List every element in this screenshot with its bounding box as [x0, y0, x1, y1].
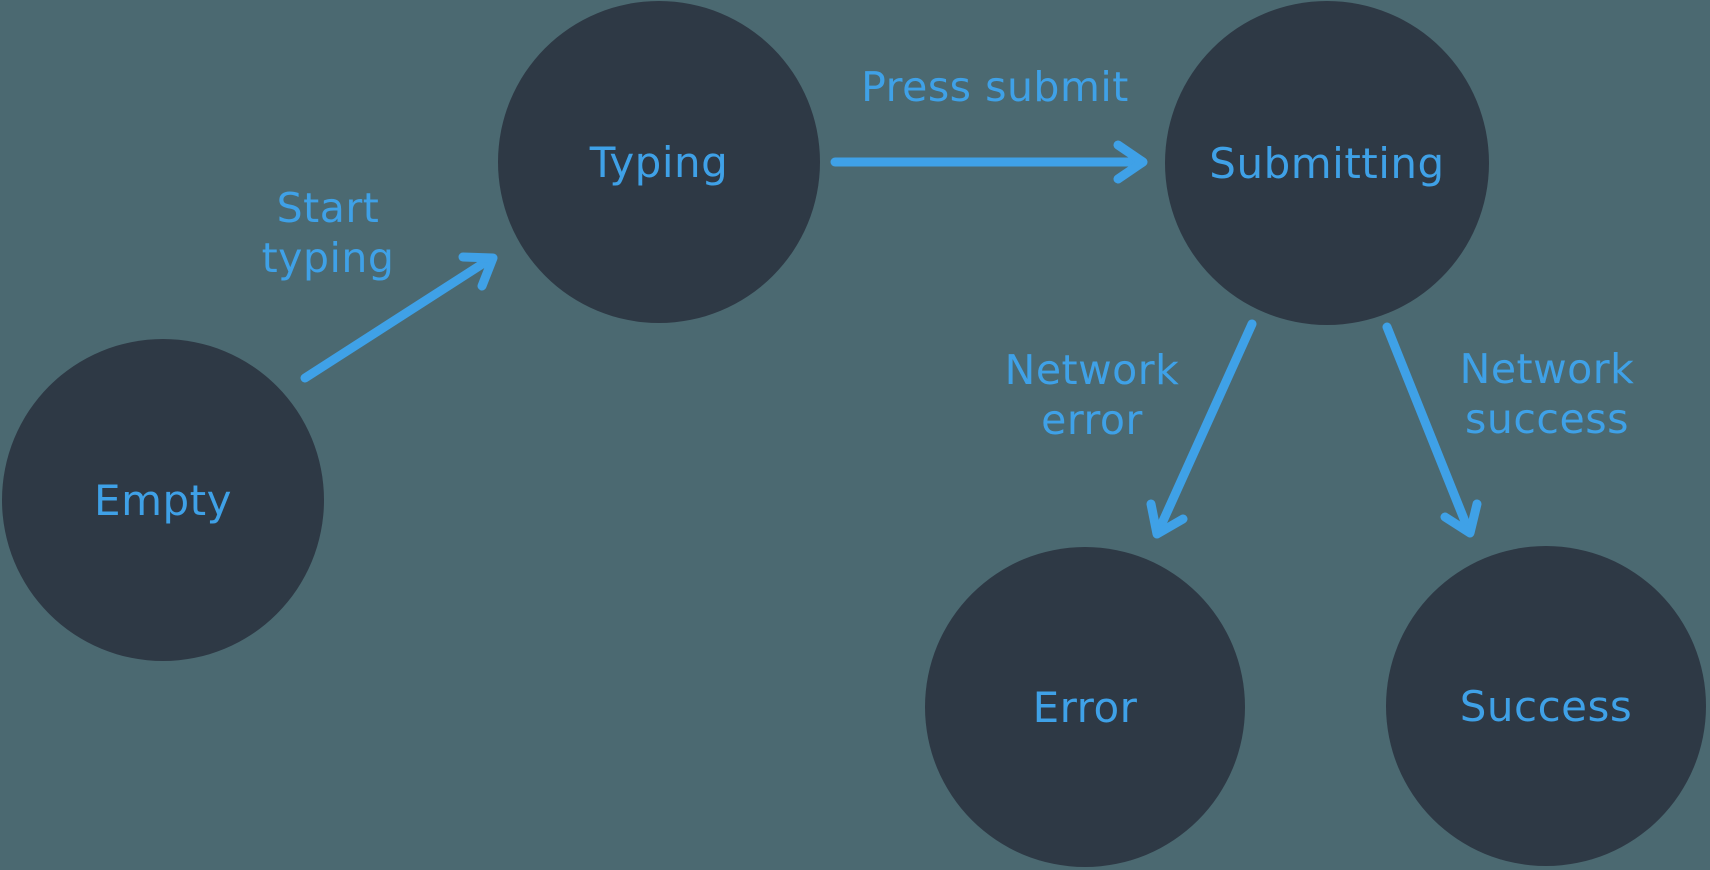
edge-label-network-success: Network success — [1459, 345, 1635, 443]
edge-label-network-error: Network error — [1004, 346, 1180, 444]
edge-label-press-submit: Press submit — [861, 63, 1129, 111]
arrowhead-icon — [458, 252, 498, 291]
edge-network-error-arrow — [1146, 319, 1257, 539]
edge-network-success-arrow — [1382, 322, 1482, 538]
state-label-error: Error — [1032, 682, 1138, 732]
state-node-submitting: Submitting — [1165, 1, 1489, 325]
edge-press-submit-arrow — [830, 140, 1148, 184]
state-label-success: Success — [1459, 681, 1633, 731]
state-label-typing: Typing — [589, 137, 729, 187]
state-node-success: Success — [1386, 546, 1706, 866]
state-label-empty: Empty — [94, 475, 232, 525]
state-node-error: Error — [925, 547, 1245, 867]
arrowhead-icon — [1113, 140, 1148, 184]
state-label-submitting: Submitting — [1209, 138, 1445, 188]
state-node-empty: Empty — [2, 339, 324, 661]
arrowhead-icon — [1440, 499, 1482, 538]
edge-label-start-typing: Start typing — [261, 184, 395, 282]
edge-start-typing-arrow — [300, 252, 498, 383]
state-node-typing: Typing — [498, 1, 820, 323]
arrowhead-icon — [1146, 499, 1188, 539]
